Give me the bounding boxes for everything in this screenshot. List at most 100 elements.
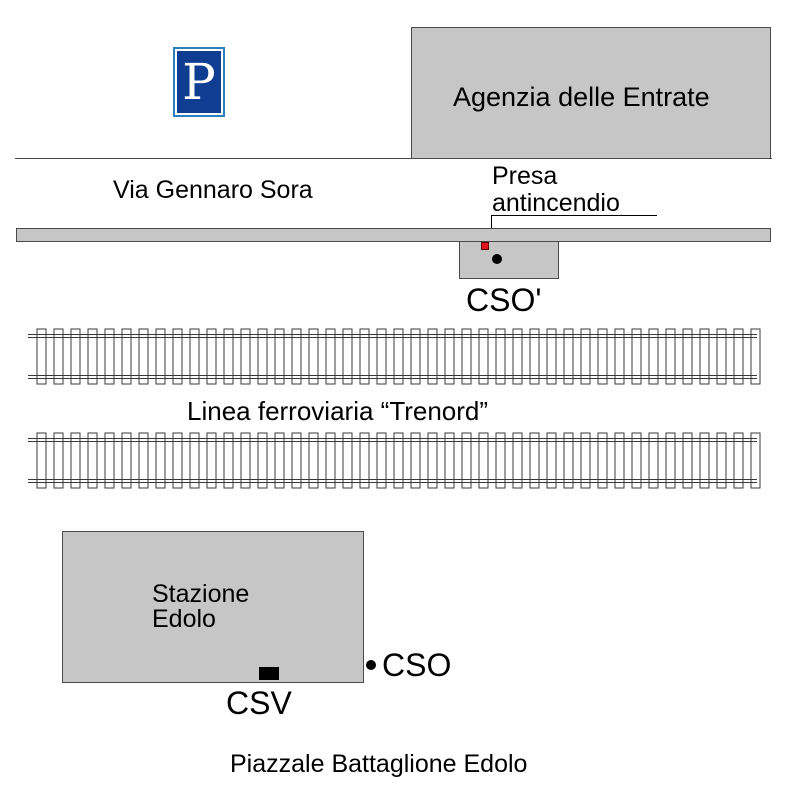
- track-sleeper: [393, 432, 404, 489]
- track-sleeper: [410, 432, 421, 489]
- track-sleeper: [104, 432, 115, 489]
- hydrant-label-line1: Presa: [492, 162, 558, 190]
- track-sleeper: [155, 328, 166, 385]
- track-sleeper: [393, 328, 404, 385]
- track-sleeper: [597, 328, 608, 385]
- square-label: Piazzale Battaglione Edolo: [230, 750, 528, 778]
- track-sleeper: [274, 328, 285, 385]
- track-sleeper: [36, 328, 47, 385]
- track-sleeper: [495, 328, 506, 385]
- track-sleeper: [444, 432, 455, 489]
- track-sleeper: [87, 432, 98, 489]
- track-sleeper: [512, 328, 523, 385]
- track-sleeper: [325, 328, 336, 385]
- track-sleeper: [53, 432, 64, 489]
- track-sleeper: [750, 432, 761, 489]
- track-sleeper: [376, 432, 387, 489]
- track-sleeper: [155, 432, 166, 489]
- railway-track-north: [28, 328, 761, 385]
- track-sleeper: [716, 328, 727, 385]
- track-sleeper: [512, 432, 523, 489]
- track-sleeper: [648, 328, 659, 385]
- track-sleeper: [121, 328, 132, 385]
- track-sleeper: [359, 328, 370, 385]
- track-sleeper: [563, 432, 574, 489]
- cso-dot-icon: [492, 254, 502, 264]
- street-edge-line: [15, 158, 772, 159]
- track-sleeper: [580, 328, 591, 385]
- track-sleeper: [138, 328, 149, 385]
- station-label-line2: Edolo: [152, 605, 216, 633]
- track-sleeper: [546, 432, 557, 489]
- track-sleeper: [104, 328, 115, 385]
- track-sleeper: [53, 328, 64, 385]
- track-sleeper: [478, 328, 489, 385]
- track-sleeper: [206, 432, 217, 489]
- cso-prime-block: [459, 241, 559, 279]
- track-sleeper: [750, 328, 761, 385]
- track-sleeper: [291, 328, 302, 385]
- track-sleeper: [206, 328, 217, 385]
- track-sleeper: [223, 432, 234, 489]
- track-sleeper: [546, 328, 557, 385]
- track-sleeper: [257, 432, 268, 489]
- track-sleeper: [529, 432, 540, 489]
- track-sleeper: [495, 432, 506, 489]
- hydrant-label-line2: antincendio: [492, 189, 620, 217]
- track-sleeper: [648, 432, 659, 489]
- track-sleeper: [87, 328, 98, 385]
- track-sleeper: [665, 328, 676, 385]
- track-sleeper: [308, 432, 319, 489]
- railway-label: Linea ferroviaria “Trenord”: [187, 396, 489, 426]
- track-sleeper: [359, 432, 370, 489]
- station-building: [62, 531, 364, 683]
- track-sleeper: [240, 432, 251, 489]
- track-sleeper: [410, 328, 421, 385]
- track-sleeper: [614, 328, 625, 385]
- track-sleeper: [189, 328, 200, 385]
- track-sleeper: [138, 432, 149, 489]
- csv-square-icon: [259, 667, 279, 680]
- track-sleeper: [682, 328, 693, 385]
- track-sleeper: [444, 328, 455, 385]
- track-sleeper: [274, 432, 285, 489]
- track-sleeper: [121, 432, 132, 489]
- track-sleeper: [716, 432, 727, 489]
- track-sleeper: [699, 432, 710, 489]
- track-sleeper: [563, 328, 574, 385]
- track-sleeper: [733, 328, 744, 385]
- cso-label: CSO: [382, 647, 452, 683]
- track-sleeper: [699, 328, 710, 385]
- track-sleeper: [308, 328, 319, 385]
- track-sleeper: [461, 432, 472, 489]
- track-sleeper: [461, 328, 472, 385]
- track-sleeper: [580, 432, 591, 489]
- track-sleeper: [342, 328, 353, 385]
- track-sleeper: [682, 432, 693, 489]
- station-label-line1: Stazione: [152, 580, 250, 608]
- track-sleeper: [70, 328, 81, 385]
- track-sleeper: [665, 432, 676, 489]
- track-sleeper: [223, 328, 234, 385]
- track-sleeper: [427, 328, 438, 385]
- track-sleeper: [325, 432, 336, 489]
- track-sleeper: [257, 328, 268, 385]
- track-sleeper: [597, 432, 608, 489]
- street-label: Via Gennaro Sora: [113, 176, 313, 204]
- track-sleeper: [529, 328, 540, 385]
- csv-label: CSV: [226, 685, 292, 721]
- track-sleeper: [172, 328, 183, 385]
- track-sleeper: [376, 328, 387, 385]
- track-sleeper: [478, 432, 489, 489]
- track-sleeper: [631, 432, 642, 489]
- track-sleeper: [172, 432, 183, 489]
- parking-icon: P: [173, 47, 225, 117]
- track-sleeper: [614, 432, 625, 489]
- cso-prime-label: CSO': [466, 282, 542, 318]
- hydrant-marker-icon: [481, 242, 489, 250]
- cso-dot-icon: [366, 660, 376, 670]
- track-sleeper: [70, 432, 81, 489]
- railway-track-south: [28, 432, 761, 489]
- track-sleeper: [240, 328, 251, 385]
